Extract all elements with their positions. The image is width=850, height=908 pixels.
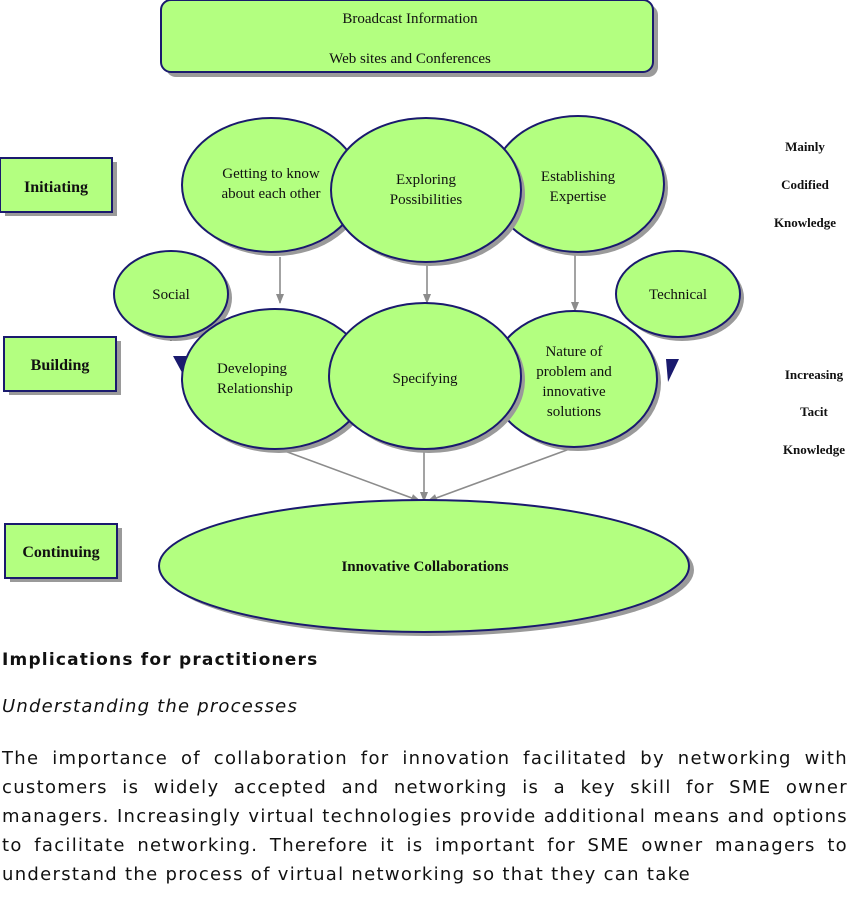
arrow-nature-to-collab: [427, 446, 576, 502]
establishing-line1: Establishing: [541, 169, 616, 185]
stage-building-label: Building: [31, 357, 90, 374]
stage-building: Building: [3, 336, 121, 395]
nature-line3: innovative: [542, 384, 606, 400]
broadcast-box: Broadcast Information Web sites and Conf…: [160, 0, 658, 77]
codified-line3: Knowledge: [774, 215, 836, 230]
codified-knowledge-label: Mainly Codified Knowledge: [774, 139, 836, 230]
node-exploring: Exploring Possibilities: [330, 117, 525, 266]
technical-label: Technical: [649, 287, 707, 303]
innovative-collaborations-label: Innovative Collaborations: [341, 559, 508, 575]
codified-line2: Codified: [781, 177, 829, 192]
stage-initiating-label: Initiating: [24, 179, 88, 196]
tacit-knowledge-label: Increasing Tacit Knowledge: [783, 367, 845, 457]
tacit-line3: Knowledge: [783, 442, 845, 457]
developing-line2: Relationship: [217, 381, 293, 397]
broadcast-line1: Broadcast Information: [342, 11, 478, 27]
developing-line1: Developing: [217, 361, 287, 377]
arrow-developing-to-collab: [281, 449, 421, 502]
article-section: Implications for practitioners Understan…: [2, 650, 848, 889]
networking-process-diagram: Broadcast Information Web sites and Conf…: [0, 0, 845, 636]
specifying-label: Specifying: [393, 371, 458, 387]
stage-continuing-label: Continuing: [22, 544, 99, 561]
section-heading: Implications for practitioners: [2, 650, 319, 670]
getting-to-know-line2: about each other: [221, 186, 320, 202]
nature-line4: solutions: [547, 404, 601, 420]
nature-line2: problem and: [536, 364, 612, 380]
tacit-line2: Tacit: [800, 404, 828, 419]
establishing-line2: Expertise: [550, 189, 607, 205]
codified-line1: Mainly: [785, 139, 825, 154]
node-establishing: Establishing Expertise: [491, 115, 668, 256]
exploring-line1: Exploring: [396, 172, 456, 188]
node-getting-to-know: Getting to know about each other: [181, 117, 364, 256]
node-specifying: Specifying: [328, 302, 525, 453]
exploring-line2: Possibilities: [390, 192, 463, 208]
node-nature: Nature of problem and innovative solutio…: [490, 310, 661, 451]
tacit-line1: Increasing: [785, 367, 844, 382]
right-pointer-icon: [666, 359, 679, 382]
stage-continuing: Continuing: [4, 523, 122, 582]
broadcast-line2: Web sites and Conferences: [329, 51, 491, 67]
technical-node: Technical: [615, 250, 744, 341]
stage-initiating: Initiating: [0, 157, 117, 216]
getting-to-know-line1: Getting to know: [222, 166, 320, 182]
social-label: Social: [152, 287, 190, 303]
nature-line1: Nature of: [545, 344, 602, 360]
social-node: Social: [113, 250, 232, 341]
node-developing: Developing Relationship: [181, 308, 372, 453]
body-paragraph: The importance of collaboration for inno…: [2, 748, 848, 885]
section-subheading: Understanding the processes: [2, 696, 299, 717]
node-innovative-collaborations: Innovative Collaborations: [158, 499, 694, 636]
